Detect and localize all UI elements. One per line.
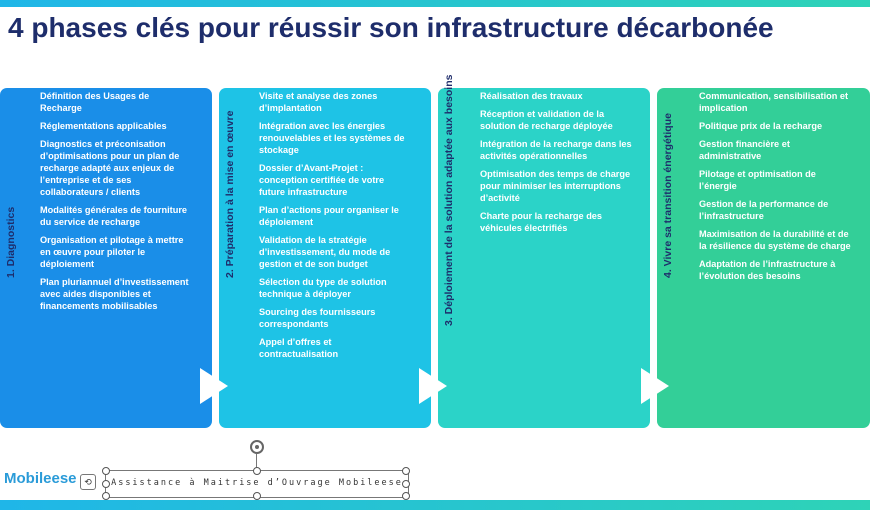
resize-handle-icon[interactable]	[402, 492, 410, 500]
list-item: Charte pour la recharge des véhicules él…	[480, 211, 603, 233]
list-item: Sélection du type de solution technique …	[259, 277, 387, 299]
bottom-accent-bar	[0, 500, 870, 510]
rotate-handle-icon[interactable]	[250, 440, 264, 454]
resize-handle-icon[interactable]	[402, 467, 410, 475]
list-item: Gestion de la performance de l’infrastru…	[699, 199, 829, 221]
list-item: Plan pluriannuel d’investissement avec a…	[40, 277, 189, 311]
list-item: Définition des Usages de Recharge	[40, 91, 150, 113]
list-item: Adaptation de l’infrastructure à l’évolu…	[699, 259, 836, 281]
list-item: Optimisation des temps de charge pour mi…	[480, 169, 631, 203]
page-title: 4 phases clés pour réussir son infrastru…	[8, 12, 774, 43]
list-item: Sourcing des fournisseurs correspondants	[259, 307, 376, 329]
resize-handle-icon[interactable]	[102, 467, 110, 475]
phase-2-label: 2. Préparation à la mise en œuvre	[224, 110, 236, 278]
rotate-handle-line	[256, 454, 257, 470]
list-item: Dossier d’Avant-Projet : conception cert…	[259, 163, 385, 197]
resize-handle-icon[interactable]	[253, 492, 261, 500]
list-item: Communication, sensibilisation et implic…	[699, 91, 849, 113]
list-item: Visite et analyse des zones d’implantati…	[259, 91, 378, 113]
arrow-right-icon	[419, 368, 447, 404]
phase-1-list: Définition des Usages de Recharge Réglem…	[40, 90, 192, 318]
phase-2-card: 2. Préparation à la mise en œuvre Visite…	[219, 88, 431, 428]
phase-1-label: 1. Diagnostics	[5, 206, 17, 278]
list-item: Politique prix de la recharge	[699, 121, 823, 131]
list-item: Diagnostics et préconisation d’optimisat…	[40, 139, 180, 197]
phase-4-list: Communication, sensibilisation et implic…	[699, 90, 851, 288]
list-item: Plan d’actions pour organiser le déploie…	[259, 205, 399, 227]
phase-3-card: 3. Déploiement de la solution adaptée au…	[438, 75, 650, 428]
footer-text: Assistance à Maitrise d’Ouvrage Mobilees…	[111, 478, 403, 488]
resize-handle-icon[interactable]	[102, 480, 110, 488]
phase-3-label: 3. Déploiement de la solution adaptée au…	[443, 74, 455, 326]
list-item: Organisation et pilotage à mettre en œuv…	[40, 235, 184, 269]
footer-text-box[interactable]: Assistance à Maitrise d’Ouvrage Mobilees…	[102, 467, 410, 500]
list-item: Intégration de la recharge dans les acti…	[480, 139, 632, 161]
phase-1-card: 1. Diagnostics Définition des Usages de …	[0, 88, 212, 428]
list-item: Pilotage et optimisation de l’énergie	[699, 169, 816, 191]
list-item: Réalisation des travaux	[480, 91, 583, 101]
resize-handle-icon[interactable]	[253, 467, 261, 475]
list-item: Réception et validation de la solution d…	[480, 109, 613, 131]
phase-2-list: Visite et analyse des zones d’implantati…	[259, 90, 411, 366]
list-item: Réglementations applicables	[40, 121, 167, 131]
phase-4-label: 4. Vivre sa transition énergétique	[662, 113, 674, 278]
top-accent-bar	[0, 0, 870, 7]
list-item: Validation de la stratégie d’investissem…	[259, 235, 391, 269]
resize-handle-icon[interactable]	[402, 480, 410, 488]
list-item: Maximisation de la durabilité et de la r…	[699, 229, 851, 251]
list-item: Modalités générales de fourniture du ser…	[40, 205, 188, 227]
list-item: Gestion financière et administrative	[699, 139, 790, 161]
phase-3-list: Réalisation des travaux Réception et val…	[480, 90, 632, 240]
mobileese-logo: Mobileese	[4, 470, 77, 487]
list-item: Intégration avec les énergies renouvelab…	[259, 121, 405, 155]
layout-options-icon[interactable]: ⟲	[80, 474, 96, 490]
list-item: Appel d’offres et contractualisation	[259, 337, 339, 359]
phase-4-card: 4. Vivre sa transition énergétique Commu…	[657, 88, 870, 428]
resize-handle-icon[interactable]	[102, 492, 110, 500]
arrow-right-icon	[641, 368, 669, 404]
arrow-right-icon	[200, 368, 228, 404]
